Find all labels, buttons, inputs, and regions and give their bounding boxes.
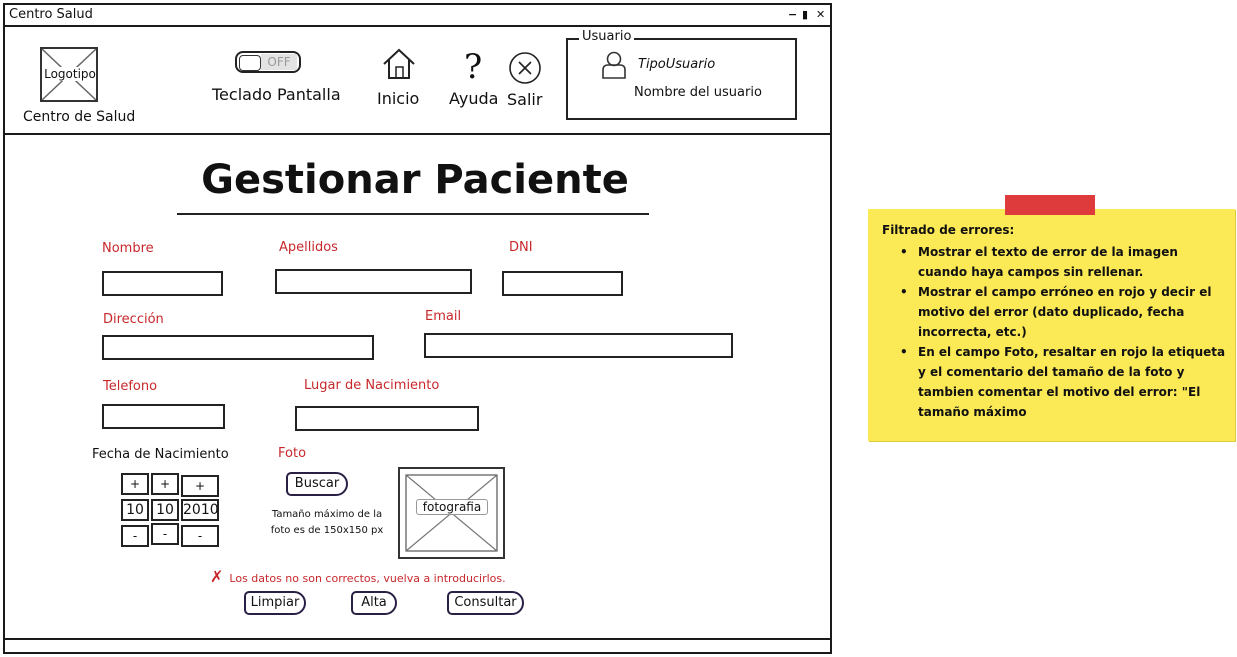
nav-home-label[interactable]: Inicio [377, 89, 420, 108]
input-direccion[interactable] [102, 335, 374, 360]
help-icon[interactable]: ? [464, 47, 483, 87]
title-underline [177, 213, 649, 215]
header-divider [5, 133, 830, 135]
error-x-icon: ✗ [210, 567, 224, 586]
label-foto: Foto [278, 446, 307, 461]
year-decrement-button[interactable]: - [181, 525, 219, 547]
label-fecha-nacimiento: Fecha de Nacimiento [92, 447, 229, 462]
input-lugar-nacimiento[interactable] [295, 406, 479, 431]
sticky-note: Filtrado de errores: Mostrar el texto de… [868, 209, 1235, 441]
sticky-note-item: Mostrar el campo erróneo en rojo y decir… [896, 282, 1226, 342]
label-lugar-nacimiento: Lugar de Nacimiento [304, 378, 440, 393]
input-email[interactable] [424, 333, 733, 358]
sticky-note-item: Mostrar el texto de error de la imagen c… [896, 242, 1226, 282]
app-window: Centro Salud − ▮ ✕ Logotipo Centro de Sa… [3, 3, 832, 654]
page-title: Gestionar Paciente [201, 157, 629, 203]
search-photo-button[interactable]: Buscar [286, 472, 348, 496]
user-panel [566, 38, 797, 120]
photo-placeholder-label: fotografia [416, 499, 488, 515]
month-decrement-button[interactable]: - [151, 523, 179, 545]
month-value[interactable]: 10 [151, 499, 179, 521]
onscreen-keyboard-toggle[interactable]: OFF [235, 51, 301, 73]
logo-label: Logotipo [44, 67, 96, 81]
label-nombre: Nombre [102, 241, 154, 256]
window-title: Centro Salud [9, 7, 93, 22]
day-decrement-button[interactable]: - [121, 525, 149, 547]
year-value[interactable]: 2010 [181, 499, 219, 521]
title-bar: Centro Salud − ▮ ✕ [5, 5, 830, 27]
photo-note-line-1: Tamaño máximo de la [271, 509, 383, 520]
label-apellidos: Apellidos [279, 240, 338, 255]
minimize-button[interactable]: − [788, 8, 798, 21]
input-apellidos[interactable] [275, 269, 472, 294]
label-dni: DNI [509, 240, 533, 255]
day-increment-button[interactable]: + [121, 473, 149, 495]
label-email: Email [425, 309, 462, 324]
sticky-note-item: En el campo Foto, resaltar en rojo la et… [896, 342, 1226, 422]
photo-preview: fotografia [398, 467, 505, 559]
user-name: Nombre del usuario [634, 85, 762, 100]
nav-exit-label[interactable]: Salir [507, 90, 543, 109]
sticky-note-list: Mostrar el texto de error de la imagen c… [896, 242, 1226, 422]
user-type: TipoUsuario [638, 57, 716, 72]
center-name: Centro de Salud [23, 109, 136, 125]
home-icon[interactable] [382, 48, 416, 84]
logo-image: Logotipo [40, 47, 98, 102]
footer-divider [5, 638, 830, 640]
toggle-state: OFF [261, 54, 297, 70]
toggle-knob [239, 55, 261, 71]
photo-note-line-2: foto es de 150x150 px [270, 525, 384, 536]
user-icon [601, 51, 627, 83]
input-dni[interactable] [502, 271, 623, 296]
exit-icon[interactable] [508, 51, 542, 89]
label-telefono: Telefono [103, 379, 158, 394]
user-panel-legend: Usuario [579, 29, 635, 44]
month-increment-button[interactable]: + [151, 473, 179, 495]
query-button[interactable]: Consultar [447, 591, 524, 615]
sticky-note-tape [1005, 195, 1095, 215]
input-telefono[interactable] [102, 404, 225, 429]
error-message: ✗ Los datos no son correctos, vuelva a in… [210, 567, 506, 586]
maximize-button[interactable]: ▮ [802, 8, 809, 21]
input-nombre[interactable] [102, 271, 223, 296]
year-increment-button[interactable]: + [181, 475, 219, 497]
photo-size-note: Tamaño máximo de la foto es de 150x150 p… [267, 507, 387, 539]
sticky-note-title: Filtrado de errores: [882, 223, 1015, 237]
day-value[interactable]: 10 [121, 499, 149, 521]
close-window-button[interactable]: ✕ [816, 8, 826, 21]
clear-button[interactable]: Limpiar [244, 591, 306, 615]
keyboard-toggle-label: Teclado Pantalla [212, 85, 341, 104]
create-button[interactable]: Alta [351, 591, 397, 615]
error-message-text: Los datos no son correctos, vuelva a int… [229, 572, 506, 585]
nav-help-label[interactable]: Ayuda [449, 89, 499, 108]
label-direccion: Dirección [103, 312, 164, 327]
